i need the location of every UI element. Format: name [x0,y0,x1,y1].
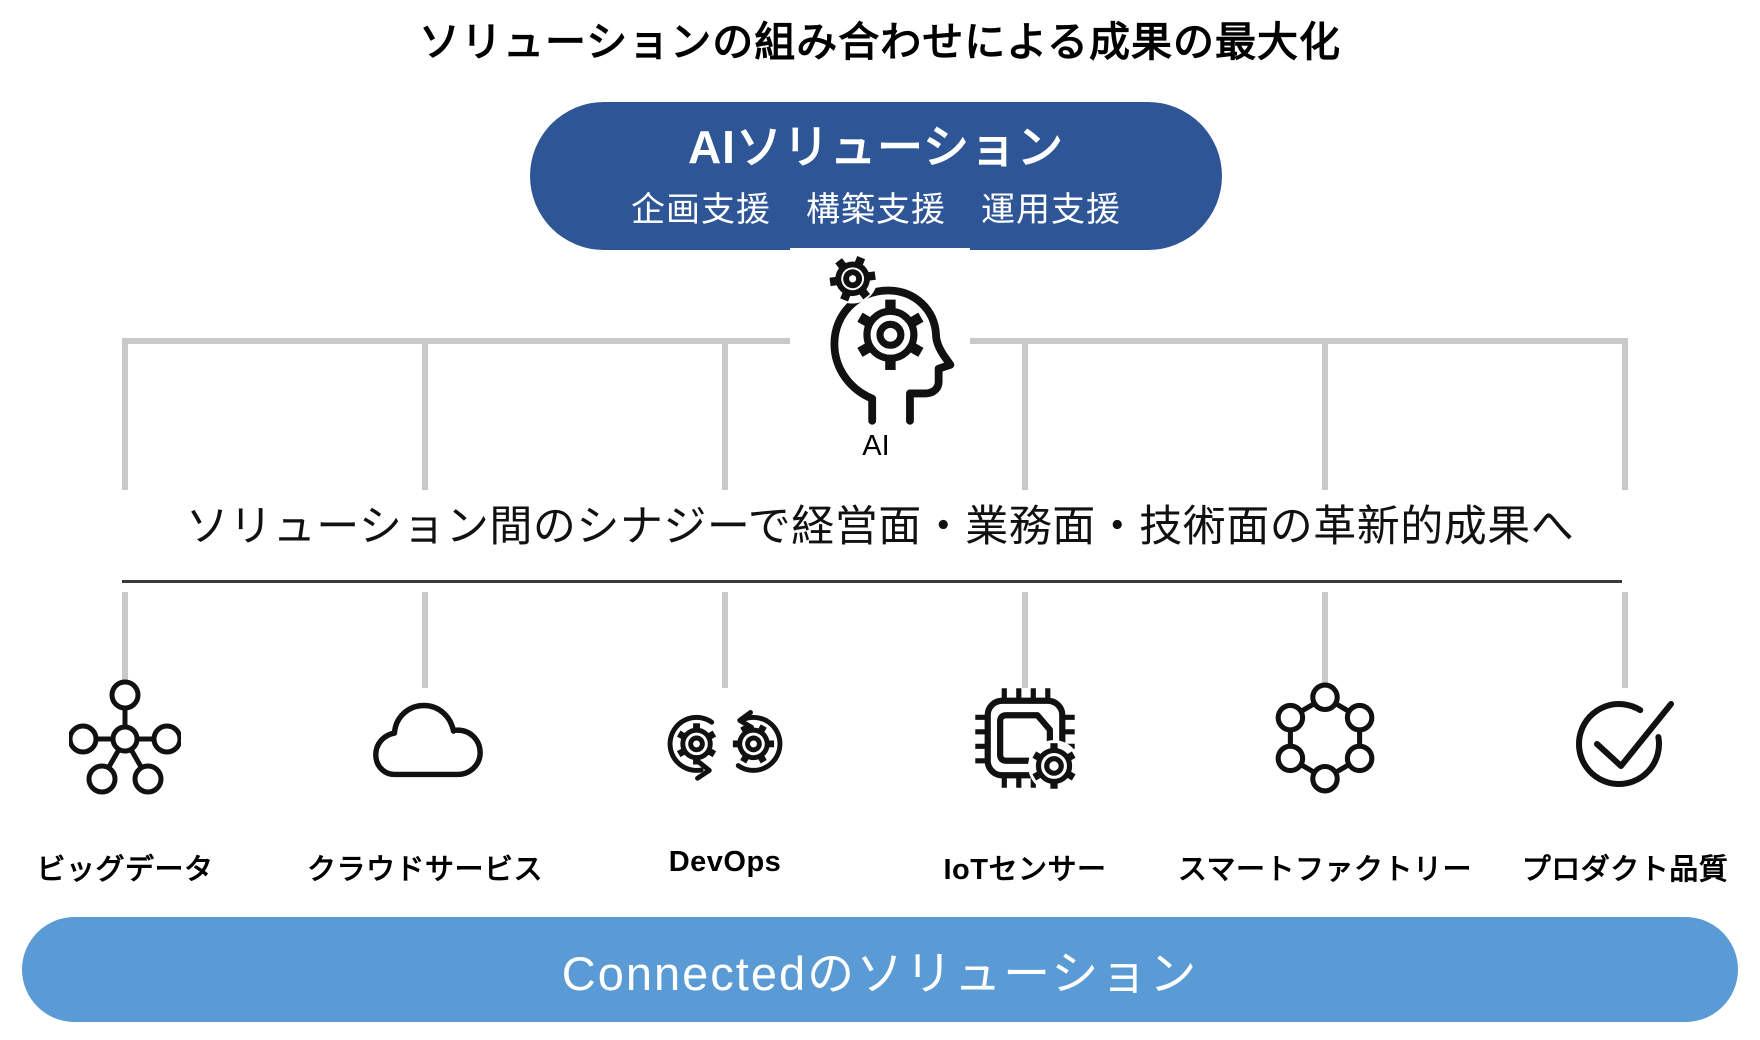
solution-column-bigdata: ビッグデータ [0,0,275,1040]
connector-line [1022,338,1028,490]
synergy-underline [122,580,1622,583]
connector-line [722,338,728,490]
big-data-icon [0,679,275,795]
cloud-icon [275,686,575,790]
connector-line [422,338,428,490]
connector-line [1622,338,1628,490]
smart-factory-icon [1175,682,1475,794]
solution-label: IoTセンサー [943,854,1107,886]
solution-column-quality: プロダクト品質 [1475,0,1760,1040]
iot-sensor-icon [875,686,1175,792]
product-quality-check-icon [1475,686,1760,790]
solution-column-iot: IoTセンサー [875,0,1175,1040]
connected-solution-pill: Connectedのソリューション [22,917,1738,1022]
solution-column-cloud: クラウドサービス [275,0,575,1040]
connector-line [122,592,128,688]
solution-label: ビッグデータ [36,854,214,886]
solution-column-smartfactory: スマートファクトリー [1175,0,1475,1040]
solution-label: プロダクト品質 [1521,854,1729,886]
ai-solution-pill-title: AIソリューション [687,121,1065,174]
ai-caption-label: AI [862,430,890,462]
connector-line [1322,338,1328,490]
connector-line [1022,592,1028,688]
page-title: ソリューションの組み合わせによる成果の最大化 [419,19,1341,65]
connector-line [422,592,428,688]
ai-head-gears-icon [790,248,970,432]
solution-label: スマートファクトリー [1177,854,1473,886]
solution-label: クラウドサービス [306,854,543,886]
ai-solution-pill-subtitle: 企画支援 構築支援 運用支援 [631,190,1121,229]
solution-label: DevOps [668,846,782,878]
solution-column-devops: DevOps [575,0,875,1040]
devops-icon [575,686,875,790]
synergy-statement: ソリューション間のシナジーで経営面・業務面・技術面の革新的成果へ [185,503,1575,551]
ai-solution-pill: AIソリューション 企画支援 構築支援 運用支援 [530,102,1222,250]
connector-line [1322,592,1328,688]
connector-line [122,338,128,490]
connector-line [722,592,728,688]
connector-line [1622,592,1628,688]
connected-solution-label: Connectedのソリューション [561,947,1199,1000]
